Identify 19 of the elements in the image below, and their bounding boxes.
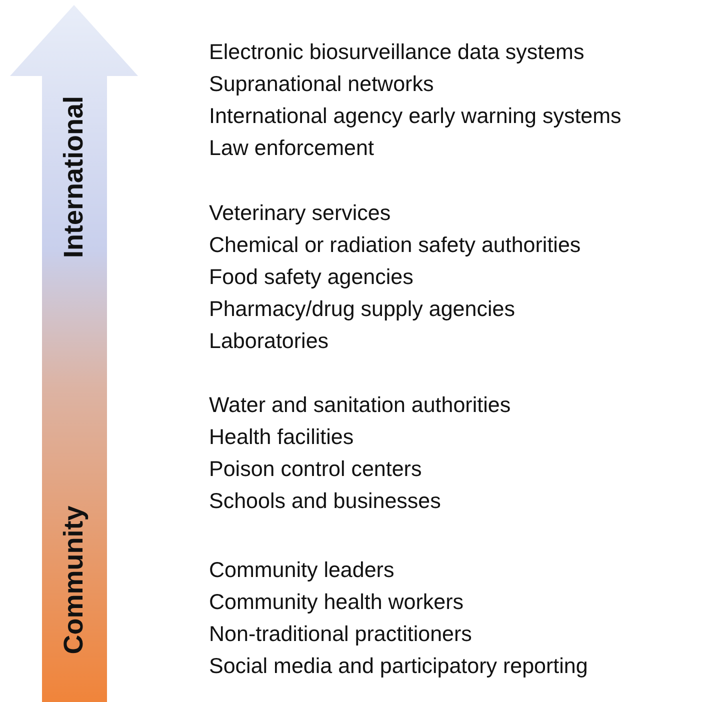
list-item: Social media and participatory reporting — [209, 653, 588, 679]
list-item: Poison control centers — [209, 456, 422, 482]
list-item: Non-traditional practitioners — [209, 621, 472, 647]
list-item: Food safety agencies — [209, 264, 414, 290]
list-item: Chemical or radiation safety authorities — [209, 232, 581, 258]
list-item: Veterinary services — [209, 200, 391, 226]
list-item: Community health workers — [209, 589, 464, 615]
list-item: Supranational networks — [209, 71, 434, 97]
list-item: Pharmacy/drug supply agencies — [209, 296, 515, 322]
scale-label: International — [58, 96, 90, 258]
list-item: Community leaders — [209, 557, 394, 583]
list-item: Schools and businesses — [209, 488, 441, 514]
list-item: Law enforcement — [209, 135, 374, 161]
scale-label: Community — [58, 506, 90, 654]
list-item: Laboratories — [209, 328, 329, 354]
list-item: International agency early warning systems — [209, 103, 622, 129]
list-item: Electronic biosurveillance data systems — [209, 39, 584, 65]
list-item: Water and sanitation authorities — [209, 392, 511, 418]
list-item: Health facilities — [209, 424, 354, 450]
